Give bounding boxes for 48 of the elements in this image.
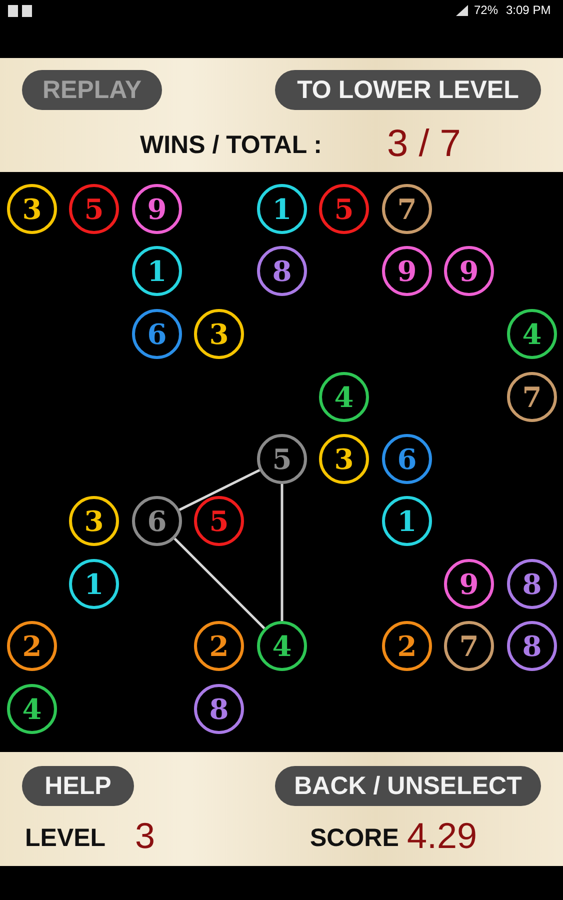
number-circle: 9 xyxy=(444,246,494,296)
level-value: 3 xyxy=(135,818,156,854)
connecting-line xyxy=(174,538,266,630)
button: TO LOWER LEVEL xyxy=(275,70,541,110)
score-label: WINS / TOTAL : xyxy=(140,133,322,158)
number-circle: 9 xyxy=(444,559,494,609)
number-circle: 4 xyxy=(507,309,557,359)
number-circle: 8 xyxy=(194,684,244,734)
number-circle: 1 xyxy=(382,496,432,546)
connecting-line xyxy=(280,484,284,621)
button: REPLAY xyxy=(22,70,162,110)
button: BACK / UNSELECT xyxy=(275,766,541,806)
number-circle: 7 xyxy=(382,184,432,234)
number-circle: 8 xyxy=(507,559,557,609)
number-circle: 5 xyxy=(319,184,369,234)
number-circle: 5 xyxy=(194,496,244,546)
number-circle: 1 xyxy=(132,246,182,296)
number-circle: 3 xyxy=(7,184,57,234)
number-circle: 8 xyxy=(257,246,307,296)
number-circle: 1 xyxy=(257,184,307,234)
number-circle: 8 xyxy=(507,621,557,671)
number-circle: 3 xyxy=(69,496,119,546)
number-circle: 7 xyxy=(507,372,557,422)
number-circle: 9 xyxy=(132,184,182,234)
number-circle: 3 xyxy=(194,309,244,359)
status-text: 72% xyxy=(474,4,498,16)
number-circle: 4 xyxy=(319,372,369,422)
number-circle: 6 xyxy=(132,309,182,359)
number-circle: 6 xyxy=(382,434,432,484)
number-circle: 2 xyxy=(382,621,432,671)
score-label: SCORE xyxy=(310,826,399,851)
number-circle: 4 xyxy=(7,684,57,734)
number-circle: 5 xyxy=(257,434,307,484)
number-circle: 9 xyxy=(382,246,432,296)
button: HELP xyxy=(22,766,134,806)
score-value: 3 / 7 xyxy=(387,125,461,163)
number-circle: 1 xyxy=(69,559,119,609)
number-circle: 2 xyxy=(7,621,57,671)
number-circle: 7 xyxy=(444,621,494,671)
number-circle: 5 xyxy=(69,184,119,234)
clock-text: 3:09 PM xyxy=(506,4,551,16)
connecting-line xyxy=(178,468,260,512)
number-circle: 2 xyxy=(194,621,244,671)
number-circle: 3 xyxy=(319,434,369,484)
score-value: 4.29 xyxy=(407,818,478,854)
number-circle: 6 xyxy=(132,496,182,546)
level-label: LEVEL xyxy=(25,826,106,851)
number-circle: 4 xyxy=(257,621,307,671)
